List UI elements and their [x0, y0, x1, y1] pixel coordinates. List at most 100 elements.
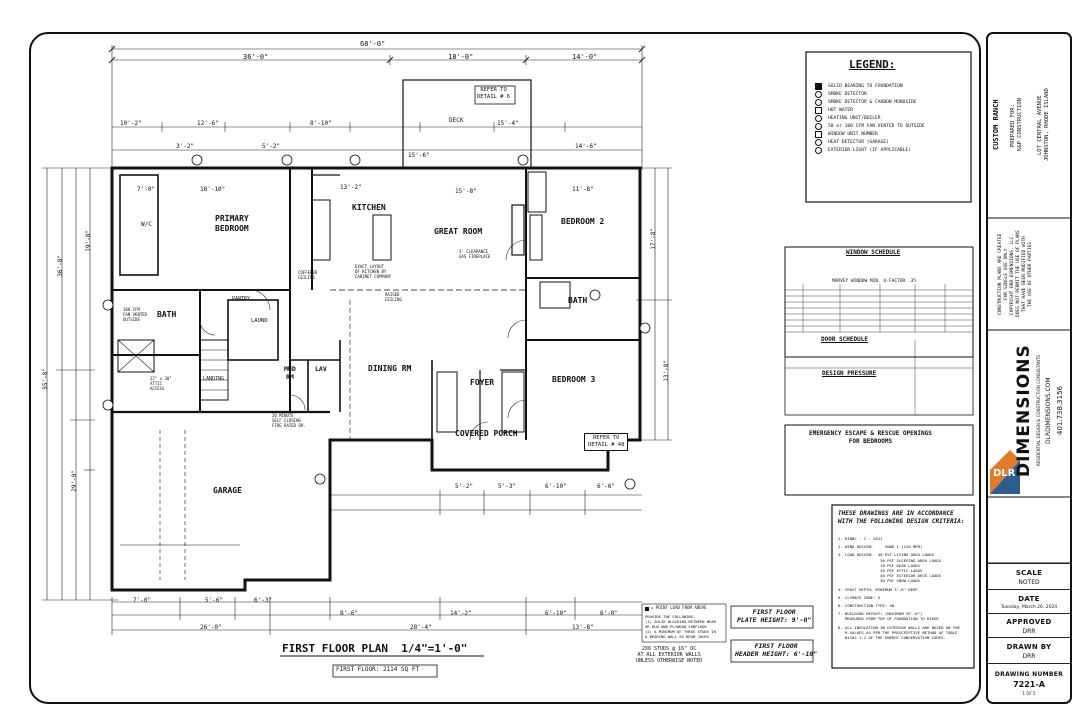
- right-dimensions: [636, 167, 672, 441]
- sheet-border: [29, 32, 981, 704]
- tb-drawn-label: DRAWN BY: [1006, 642, 1052, 651]
- dim-deck-w2: 15'-4": [497, 120, 519, 127]
- dim-bot-a: 7'-0": [133, 597, 152, 604]
- room-mud: MUD RM: [284, 365, 296, 381]
- legend-item: EXTERIOR LIGHT (IF APPLICABLE): [815, 146, 967, 154]
- egress-title: EMERGENCY ESCAPE & RESCUE OPENINGS FOR B…: [809, 430, 932, 445]
- criteria-item: 2. WIND DESIGN: ZONE 1 (120 MPH): [838, 544, 923, 550]
- criteria-list: 1. RIBBC - 1 - 2011 2. WIND DESIGN: ZONE …: [838, 536, 972, 643]
- legend-item-label: EXTERIOR LIGHT (IF APPLICABLE): [828, 147, 911, 153]
- tb-sheet-value: 1 OF 5: [1022, 690, 1036, 696]
- callout-firewall: 20 MINUTE SELF CLOSING FIRE RATED DR.: [272, 413, 306, 428]
- room-bedroom-2: BEDROOM 2: [561, 217, 605, 226]
- legend-item: HEATING UNIT/BOILER: [815, 114, 967, 122]
- window-schedule-title: WINDOW SCHEDULE: [846, 249, 901, 256]
- legend-item-label: HEAT DETECTOR (GARAGE): [828, 139, 889, 145]
- tb-prepared-for: PREPARED FOR: K&P CONSTRUCTION: [1010, 98, 1023, 152]
- legend-item: 50 or 100 CFM FAN VENTED TO OUTSIDE: [815, 122, 967, 130]
- criteria-item: 6. CONSTRUCTION TYPE: 5B: [838, 603, 895, 609]
- header-height: FIRST FLOOR HEADER HEIGHT: 6'-10": [735, 642, 818, 658]
- criteria-item: 4. FROST DEPTH: MINIMUM 3'-6" DEEP: [838, 586, 918, 592]
- dim-right-a: 14'-6": [575, 143, 597, 150]
- callout-detail-48: REFER TO DETAIL # 48: [584, 433, 629, 451]
- room-bedroom-3: BEDROOM 3: [552, 375, 596, 384]
- criteria-item: 1. RIBBC - 1 - 2011: [838, 536, 883, 541]
- top-dimensions: [111, 45, 643, 170]
- room-kitchen: KITCHEN: [352, 203, 386, 212]
- egress-box: [784, 424, 974, 496]
- door-schedule-box: [784, 356, 974, 416]
- callout-raised: RAISED CEILING: [385, 292, 402, 302]
- tb-date-value: Tuesday, March 26, 2024: [1000, 604, 1058, 610]
- tb-drawn-value: DRR: [1022, 652, 1036, 660]
- room-great-room: GREAT ROOM: [434, 227, 483, 236]
- legend-item: SOLID BEARING TO FOUNDATION: [815, 82, 967, 90]
- tb-number-value: 7221-A: [1013, 679, 1045, 689]
- dim-bot-c: 6'-3": [254, 597, 273, 604]
- tb-scale: SCALE NOTED: [988, 563, 1070, 590]
- point-load-symbol: [645, 607, 649, 611]
- criteria-item: 3. LOAD DESIGN: 40 PSF LIVING AREA LOADS…: [838, 552, 942, 584]
- callout-clearance: 3' CLEARANCE GAS FIREPLACE: [459, 249, 491, 259]
- tb-scale-label: SCALE: [1015, 568, 1043, 577]
- dim-porch-d: 6'-6": [597, 483, 616, 490]
- grid-bubbles: [102, 154, 651, 490]
- legend-item: SMOKE DETECTOR: [815, 90, 967, 98]
- dim-bot-g: 6'-0": [600, 610, 619, 617]
- dim-br2-w: 11'-8": [572, 186, 594, 193]
- dim-top-left: 36'-0": [243, 53, 269, 61]
- studs-note: 2X6 STUDS @ 16" OC AT ALL EXTERIOR WALLS…: [636, 646, 703, 664]
- tb-date: DATE Tuesday, March 26, 2024: [988, 589, 1070, 614]
- legend-item: SMOKE DETECTOR & CARBON MONOXIDE: [815, 98, 967, 106]
- legend-box: [805, 51, 972, 203]
- legend-symbol-icon: [815, 138, 822, 146]
- criteria-item: 7. BUILDING HEIGHT: (MAXIMUM 35'-0") MEA…: [838, 611, 939, 622]
- callout-coffered: COFFERED CEILING: [298, 270, 318, 280]
- dim-bot-total-b: 28'-4": [410, 624, 432, 631]
- area-box: [332, 664, 438, 678]
- tb-date-label: DATE: [1018, 594, 1040, 603]
- dim-right-v2: 13'-8": [663, 360, 670, 382]
- room-bath-2: BATH: [568, 296, 588, 305]
- tb-approved-label: APPROVED: [1006, 617, 1052, 626]
- legend-item-label: WINDOW UNIT NUMBER: [828, 131, 878, 137]
- tb-scale-value: NOTED: [1018, 578, 1040, 586]
- legend-symbol-icon: [815, 98, 822, 106]
- title-block-border: [986, 32, 1072, 704]
- dlr-logo: [990, 450, 1020, 494]
- legend-item-label: HEATING UNIT/BOILER: [828, 115, 881, 121]
- tb-project: CUSTOM RANCH: [992, 99, 1000, 151]
- room-bath-1: BATH: [157, 310, 177, 319]
- legend-symbol-icon: [815, 90, 822, 98]
- room-deck: DECK: [449, 117, 464, 124]
- dim-left-a: 10'-2": [120, 120, 142, 127]
- room-lav: LAV: [315, 365, 327, 373]
- plan-area: FIRST FLOOR: 2114 SQ FT: [336, 666, 420, 673]
- legend-symbol-icon: [815, 114, 822, 122]
- dim-overall-left: 55'-8": [42, 368, 49, 390]
- window-schedule-grid: [785, 284, 973, 415]
- legend-symbol-icon: [815, 106, 822, 114]
- tb-company-sub: RESIDENTIAL DESIGN & CONSTRUCTION CONSUL…: [1036, 355, 1041, 467]
- room-landing: LANDING: [203, 376, 225, 382]
- tb-phone: 401.738.3156: [1056, 386, 1064, 436]
- tb-approved: APPROVED DRR: [988, 613, 1070, 638]
- legend-item-label: SMOKE DETECTOR: [828, 91, 867, 97]
- legend-item: WINDOW UNIT NUMBER: [815, 130, 967, 138]
- legend-symbol-icon: [815, 146, 822, 154]
- left-dimensions: [42, 167, 118, 601]
- dim-pb-w: 18'-10": [200, 186, 226, 193]
- criteria-title: THESE DRAWINGS ARE IN ACCORDANCE WITH TH…: [838, 510, 965, 525]
- legend-item-label: 50 or 100 CFM FAN VENTED TO OUTSIDE: [828, 123, 925, 129]
- criteria-item: 5. CLIMATE ZONE: 5: [838, 594, 881, 600]
- dimension-ticks: [108, 45, 646, 64]
- dim-top-mid: 18'-0": [448, 53, 474, 61]
- dim-left-e: 3'-2": [176, 143, 195, 150]
- point-load-key: = POINT LOAD FROM ABOVE: [651, 605, 707, 610]
- criteria-box: [831, 504, 975, 669]
- legend-symbol-icon: [815, 82, 822, 90]
- legend-item-label: SOLID BEARING TO FOUNDATION: [828, 83, 903, 89]
- door-swings: [199, 239, 527, 441]
